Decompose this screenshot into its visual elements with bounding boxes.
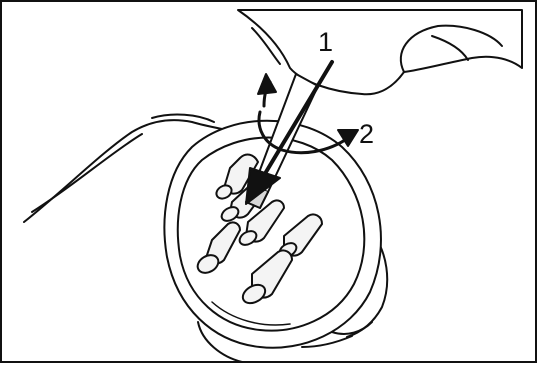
upper-hand-icon (238, 10, 522, 94)
step-2-callout: 2 (359, 121, 374, 148)
step-1-callout: 1 (318, 29, 333, 56)
